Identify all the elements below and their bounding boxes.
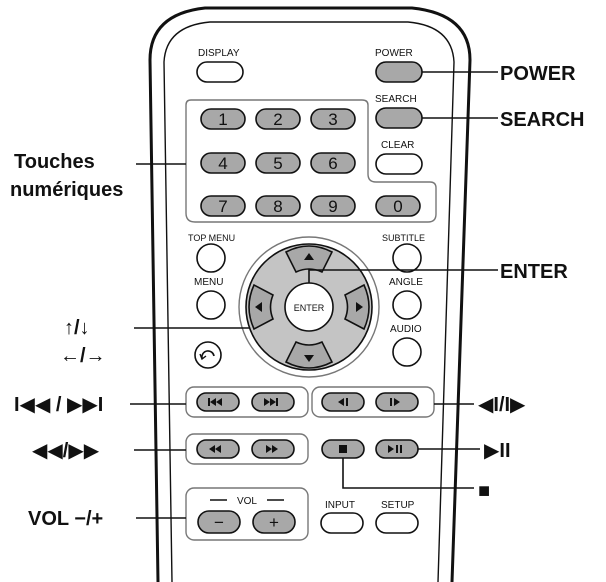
volume-up-button[interactable] <box>252 510 296 534</box>
digit-1-button[interactable] <box>200 108 246 130</box>
enter-label: ENTER <box>294 303 325 313</box>
arrow-left-icon <box>255 302 262 312</box>
callout-volume: VOL −/+ <box>28 508 103 530</box>
clear-button[interactable] <box>375 153 423 175</box>
digit-3-button[interactable] <box>310 108 356 130</box>
digit-2-label: 2 <box>273 110 282 129</box>
digit-2-button[interactable] <box>255 108 301 130</box>
digit-7-button[interactable] <box>200 195 246 217</box>
display-label: DISPLAY <box>198 48 240 59</box>
search-button[interactable] <box>375 107 423 129</box>
power-label: POWER <box>375 48 413 59</box>
arrow-right-icon <box>356 302 363 312</box>
digit-0-label: 0 <box>393 197 402 216</box>
slow-forward-icon <box>390 398 400 406</box>
digit-4-label: 4 <box>218 154 227 173</box>
volume-down-button[interactable] <box>197 510 241 534</box>
menu-label: MENU <box>194 277 223 288</box>
slow-group <box>311 386 435 418</box>
stop-leader <box>342 458 474 489</box>
number-pad-group <box>185 99 437 223</box>
clear-label: CLEAR <box>381 140 414 151</box>
digit-8-button[interactable] <box>255 195 301 217</box>
callout-search: SEARCH <box>500 109 584 131</box>
callout-enter: ENTER <box>500 261 568 283</box>
callout-rewind-forward: ◀◀/▶▶ <box>32 440 100 462</box>
audio-label: AUDIO <box>390 324 422 335</box>
digit-7-label: 7 <box>218 197 227 216</box>
audio-button[interactable] <box>392 337 422 367</box>
stop-icon <box>339 445 347 453</box>
volume-down-label: − <box>214 513 224 532</box>
callout-numeric-line2: numériques <box>10 179 123 201</box>
setup-label: SETUP <box>381 500 415 511</box>
angle-button[interactable] <box>392 290 422 320</box>
callout-power: POWER <box>500 63 576 85</box>
volume-group <box>185 487 309 541</box>
callout-play-pause: ▶II <box>484 440 511 462</box>
return-button[interactable] <box>194 341 222 369</box>
digit-9-label: 9 <box>328 197 337 216</box>
prev-icon <box>208 398 222 406</box>
digit-5-button[interactable] <box>255 152 301 174</box>
digit-5-label: 5 <box>273 154 282 173</box>
angle-label: ANGLE <box>389 277 423 288</box>
arrow-down-icon <box>304 355 314 362</box>
remote-inner-edge <box>163 21 455 582</box>
top-menu-button[interactable] <box>196 243 226 273</box>
slow-back-icon <box>338 398 348 406</box>
volume-up-label: + <box>269 513 279 532</box>
callout-prev-next: I◀◀ / ▶▶I <box>14 394 103 416</box>
callout-stop: ■ <box>478 480 490 502</box>
menu-button[interactable] <box>196 290 226 320</box>
callout-arrows-vertical: ↑/↓ <box>64 317 90 339</box>
digit-1-label: 1 <box>218 110 227 129</box>
digit-9-button[interactable] <box>310 195 356 217</box>
enter-leader <box>308 269 498 283</box>
input-button[interactable] <box>320 512 364 534</box>
setup-button[interactable] <box>375 512 419 534</box>
vol-label: VOL <box>237 496 257 507</box>
callout-slow: ◀I/I▶ <box>478 394 526 416</box>
callout-arrows-horizontal: ←/→ <box>60 345 106 367</box>
arrow-up-icon <box>304 253 314 260</box>
digit-6-label: 6 <box>328 154 337 173</box>
return-icon <box>201 350 215 359</box>
play-pause-icon <box>388 445 402 453</box>
next-icon <box>264 398 278 406</box>
power-button[interactable] <box>375 61 423 83</box>
digit-8-label: 8 <box>273 197 282 216</box>
digit-3-label: 3 <box>328 110 337 129</box>
digit-0-button[interactable] <box>375 195 421 217</box>
skip-group <box>185 386 309 418</box>
top-menu-label: TOP MENU <box>188 233 235 243</box>
digit-6-button[interactable] <box>310 152 356 174</box>
subtitle-button[interactable] <box>392 243 422 273</box>
input-label: INPUT <box>325 500 355 511</box>
subtitle-label: SUBTITLE <box>382 233 425 243</box>
callout-numeric-line1: Touches <box>14 151 95 173</box>
scan-group <box>185 433 309 465</box>
digit-4-button[interactable] <box>200 152 246 174</box>
rewind-icon <box>209 445 221 453</box>
search-label: SEARCH <box>375 94 417 105</box>
forward-icon <box>266 445 278 453</box>
display-button[interactable] <box>196 61 244 83</box>
